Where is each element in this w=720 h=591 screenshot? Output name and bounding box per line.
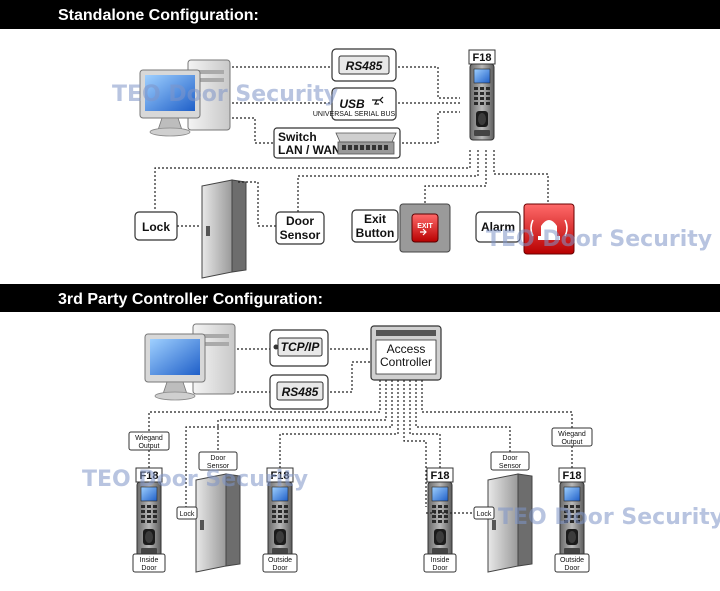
third-party-title: 3rd Party Controller Configuration:: [58, 291, 323, 308]
usb-sub-label: UNIVERSAL SERIAL BUS: [313, 111, 396, 118]
lock-label: Lock: [180, 511, 195, 518]
wiegand-output-box: [551, 427, 593, 447]
rs485-label: RS485: [282, 385, 319, 399]
door-sensor-label-line1: Door: [502, 455, 518, 462]
access-controller-box: [370, 325, 442, 381]
door-sensor-label-line2: Sensor: [280, 228, 321, 242]
f18-terminal-icon: [469, 63, 495, 141]
usb-box: [331, 87, 397, 121]
exit-button-icon: EXIT: [399, 203, 451, 253]
inside-door-label-line2: Door: [432, 565, 448, 572]
exit-label-line2: Button: [356, 226, 395, 240]
standalone-title: Standalone Configuration:: [58, 7, 259, 24]
wire-controller-door-sensor-right: [415, 380, 511, 452]
wire-controller-outside-left: [279, 380, 399, 468]
wire-rs485-f18: [398, 66, 460, 99]
lock-box: [473, 506, 495, 520]
controller-label-line1: Access: [387, 342, 426, 356]
f18-label: F18: [563, 470, 582, 482]
wire-f18-lock: [154, 150, 471, 210]
wire-controller-door-sensor-left: [217, 380, 387, 452]
door-sensor-label-line2: Sensor: [499, 463, 522, 470]
wire-rs485-controller: [330, 361, 370, 393]
outside-door-label-line1: Outside: [560, 557, 584, 564]
wire-controller-inside-right: [409, 380, 441, 468]
door-sensor-box: [275, 211, 325, 245]
door-sensor-box: [490, 451, 530, 471]
alarm-label: Alarm: [481, 220, 515, 234]
watermark-text: TEO Door Security: [498, 505, 720, 530]
exit-sign-text: EXIT: [417, 223, 433, 230]
f18-terminal-icon: [267, 481, 293, 559]
controller-label-line2: Controller: [380, 355, 432, 369]
exit-button-box: [351, 209, 399, 243]
alarm-siren-icon: [523, 203, 575, 255]
usb-symbol-icon: [372, 96, 384, 105]
outside-door-label-line2: Door: [272, 565, 288, 572]
wire-controller-lock-left: [185, 380, 393, 507]
outside-door-box: [262, 553, 298, 573]
wire-f18-exit: [424, 150, 487, 203]
usb-label: USB: [339, 97, 365, 111]
lock-box: [176, 506, 198, 520]
exit-label-line1: Exit: [364, 212, 386, 226]
rs485-label: RS485: [346, 59, 383, 73]
door-sensor-label-line2: Sensor: [207, 463, 230, 470]
door-sensor-label-line1: Door: [210, 455, 226, 462]
switch-label-line1: Switch: [278, 130, 317, 144]
pc-computer-icon: [144, 323, 236, 401]
alarm-box: [475, 211, 521, 243]
tcpip-label: TCP/IP: [281, 340, 321, 354]
f18-label: F18: [431, 470, 450, 482]
watermark-text: TEO Door Security: [82, 467, 308, 492]
door-icon: [201, 179, 247, 279]
wire-controller-wiegand-left: [148, 380, 381, 432]
outside-door-label-line1: Outside: [268, 557, 292, 564]
inside-door-label-line1: Inside: [431, 557, 450, 564]
outside-door-box: [554, 553, 590, 573]
watermark-text: TEO Door Security: [112, 82, 338, 107]
wiegand-label-line1: Wiegand: [135, 435, 163, 442]
inside-door-box: [423, 553, 457, 573]
outside-door-label-line2: Door: [564, 565, 580, 572]
wire-switch-f18: [398, 111, 460, 144]
lock-label: Lock: [477, 511, 492, 518]
switch-label-line2: LAN / WAN: [278, 143, 341, 157]
wiegand-label-line2: Output: [138, 443, 159, 450]
f18-terminal-icon: [136, 481, 162, 559]
wire-door-sensor: [238, 181, 276, 227]
f18-label: F18: [140, 470, 159, 482]
standalone-banner: [0, 0, 720, 29]
inside-door-label-line2: Door: [141, 565, 157, 572]
wiegand-output-box: [128, 431, 170, 451]
network-switch-icon: [335, 132, 397, 155]
wiegand-label-line1: Wiegand: [558, 431, 586, 438]
third-party-banner: [0, 284, 720, 312]
door-sensor-box: [198, 451, 238, 471]
wire-controller-lock-right: [403, 380, 427, 507]
f18-terminal-icon: [427, 481, 453, 559]
lock-label: Lock: [142, 220, 170, 234]
wire-f18-alarm: [493, 150, 549, 203]
watermark-text: TEO Door Security: [486, 227, 712, 252]
f18-label: F18: [473, 52, 492, 64]
inside-door-label-line1: Inside: [140, 557, 159, 564]
wire-controller-wiegand-right: [421, 380, 573, 428]
wire-pc-switch: [232, 117, 274, 144]
wiegand-label-line2: Output: [561, 439, 582, 446]
inside-door-box: [132, 553, 166, 573]
wire-f18-door-sensor: [297, 150, 479, 212]
door-sensor-label-line1: Door: [286, 214, 314, 228]
f18-label: F18: [271, 470, 290, 482]
